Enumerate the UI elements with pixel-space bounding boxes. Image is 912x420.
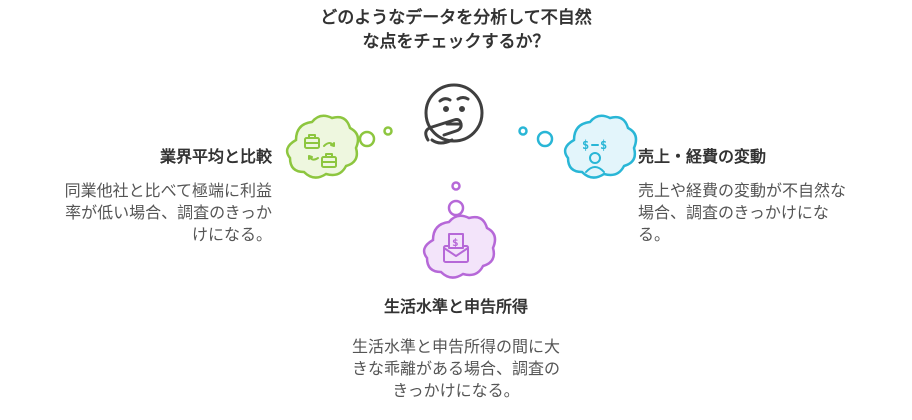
diagram-title: どのようなデータを分析して不自然 な点をチェックするか？: [320, 8, 592, 52]
thought-bubbles-left: [358, 126, 393, 148]
thinking-face-icon: [424, 83, 484, 145]
svg-text:$: $: [600, 138, 607, 152]
cloud-bottom: $: [422, 214, 497, 279]
svg-text:$: $: [582, 138, 589, 152]
cloud-left: [285, 114, 360, 179]
svg-text:$: $: [452, 236, 459, 249]
money-person-icon: $ $: [582, 138, 607, 173]
cloud-right: $ $: [563, 114, 638, 179]
right-heading: 売上・経費の変動: [638, 147, 767, 166]
left-description: 同業他社と比べて極端に利益 率が低い場合、調査のきっか けになる。: [64, 181, 272, 244]
briefcase-exchange-icon: [304, 134, 337, 168]
money-envelope-icon: $: [443, 233, 469, 263]
thought-bubbles-bottom: [447, 181, 465, 217]
bottom-description: 生活水準と申告所得の間に大 きな乖離がある場合、調査の きっかけになる。: [351, 337, 560, 400]
right-description: 売上や経費の変動が不自然な 場合、調査のきっかけにな る。: [638, 181, 847, 244]
bottom-heading: 生活水準と申告所得: [383, 297, 528, 316]
left-heading: 業界平均と比較: [159, 147, 272, 166]
thought-bubbles-right: [518, 126, 554, 148]
